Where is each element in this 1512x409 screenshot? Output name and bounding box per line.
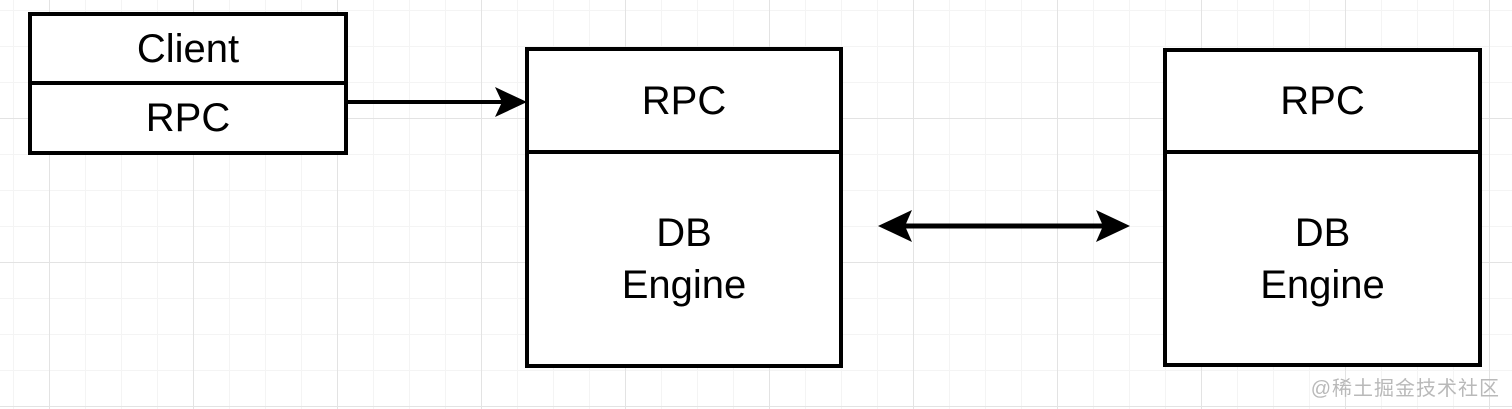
db-server-right-engine-label: DB Engine	[1260, 210, 1385, 307]
client-node: Client RPC	[28, 12, 348, 155]
client-node-title: Client	[32, 16, 344, 85]
db-server-right-rpc-label: RPC	[1167, 52, 1478, 154]
arrow-client-to-server	[348, 87, 527, 117]
watermark-text: @稀土掘金技术社区	[1310, 378, 1500, 400]
db-server-node-left: RPC DB Engine	[525, 47, 843, 368]
db-server-left-rpc-label: RPC	[529, 51, 839, 154]
db-server-left-engine-label: DB Engine	[621, 211, 747, 307]
db-server-node-right: RPC DB Engine	[1163, 48, 1482, 367]
arrow-server-to-server	[878, 210, 1130, 242]
client-node-rpc-label: RPC	[145, 96, 231, 140]
